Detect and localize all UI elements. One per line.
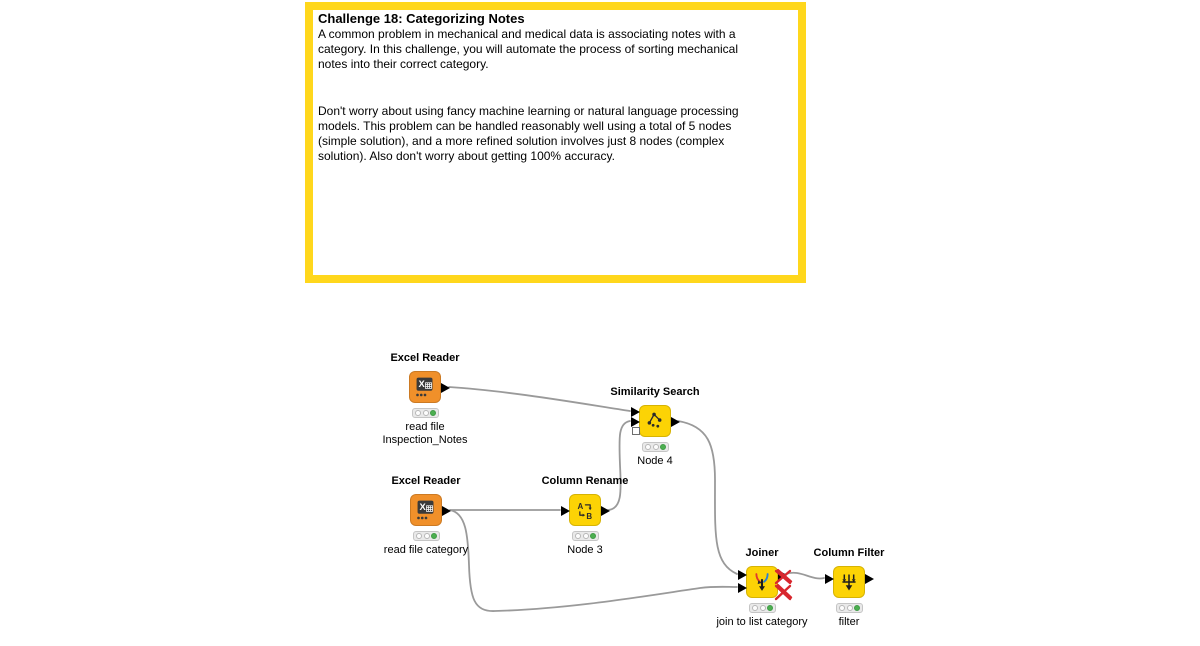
node-title: Joiner — [745, 547, 779, 559]
annotation-paragraph-1: A common problem in mechanical and medic… — [318, 27, 738, 72]
joiner-icon — [755, 573, 769, 591]
traffic-light-green — [767, 605, 773, 611]
traffic-light-green — [590, 533, 596, 539]
traffic-light-red — [645, 444, 651, 450]
node-title: Excel Reader — [390, 352, 460, 364]
node-title: Excel Reader — [391, 475, 461, 487]
node-excel-reader-1[interactable]: Excel Reader X read file Inspection_Note… — [355, 351, 495, 451]
annotation-paragraph-2: Don't worry about using fancy machine le… — [318, 103, 739, 164]
excel-reader-icon: X — [416, 377, 433, 397]
traffic-light-red — [575, 533, 581, 539]
node-sublabel: Node 4 — [637, 455, 673, 467]
connection-similarity-search-to-joiner[interactable] — [677, 420, 738, 575]
node-title: Similarity Search — [610, 386, 700, 398]
similarity-search-icon — [647, 412, 662, 428]
traffic-light-green — [660, 444, 666, 450]
node-column-rename[interactable]: Column Rename A B Node 3 — [515, 474, 655, 574]
traffic-light-yellow — [423, 533, 430, 539]
node-column-filter[interactable]: Column Filter filter — [779, 546, 919, 646]
node-sublabel: join to list category — [716, 616, 808, 628]
node-body[interactable] — [738, 566, 793, 601]
traffic-light-red — [415, 410, 421, 416]
input-port[interactable] — [561, 505, 570, 516]
node-body[interactable]: X — [409, 371, 450, 403]
node-title: Column Filter — [813, 547, 885, 559]
svg-text:B: B — [586, 512, 592, 521]
traffic-light-red — [752, 605, 758, 611]
node-sublabel: filter — [838, 616, 860, 628]
excel-reader-icon: X — [417, 500, 434, 520]
node-body[interactable]: X — [410, 494, 451, 526]
workflow-annotation[interactable]: Challenge 18: Categorizing Notes A commo… — [305, 2, 806, 283]
node-body[interactable]: A B — [561, 494, 610, 526]
traffic-light-yellow — [759, 605, 766, 611]
column-rename-icon: A B — [578, 502, 593, 521]
traffic-light-yellow — [582, 533, 589, 539]
connection-excel-reader-1-to-similarity-search[interactable] — [448, 386, 631, 412]
node-joiner[interactable]: Joiner join to list category — [692, 546, 832, 646]
node-sublabel: read file category — [383, 544, 469, 556]
svg-text:A: A — [578, 502, 584, 511]
traffic-light-green — [430, 410, 436, 416]
traffic-light-yellow — [846, 605, 853, 611]
traffic-light — [836, 603, 863, 613]
traffic-light — [413, 531, 440, 541]
connection-excel-reader-2-to-joiner[interactable] — [449, 509, 738, 612]
annotation-title: Challenge 18: Categorizing Notes — [318, 11, 525, 26]
node-body[interactable] — [825, 566, 874, 598]
connection-joiner-to-column-filter[interactable] — [785, 571, 825, 580]
traffic-light-yellow — [652, 444, 659, 450]
optional-input-port[interactable] — [632, 427, 640, 435]
traffic-light — [572, 531, 599, 541]
inactive-port-x-marks — [774, 569, 793, 601]
output-port[interactable] — [442, 505, 451, 516]
node-sublabel: Node 3 — [567, 544, 603, 556]
node-sublabel: read file Inspection_Notes — [382, 421, 468, 446]
svg-text:X: X — [418, 379, 425, 389]
traffic-light — [642, 442, 669, 452]
node-body[interactable] — [631, 405, 680, 437]
svg-text:X: X — [419, 502, 426, 512]
output-port[interactable] — [601, 505, 610, 516]
input-port-2[interactable] — [631, 417, 640, 427]
output-port[interactable] — [865, 573, 874, 584]
output-port[interactable] — [671, 417, 680, 427]
output-port[interactable] — [441, 382, 450, 393]
column-filter-icon — [842, 574, 856, 591]
input-port-1[interactable] — [631, 406, 640, 417]
traffic-light-yellow — [422, 410, 429, 416]
connections-layer — [448, 386, 825, 612]
traffic-light-red — [839, 605, 845, 611]
input-port-1[interactable] — [738, 569, 747, 580]
node-excel-reader-2[interactable]: Excel Reader X read file category — [356, 474, 496, 574]
connection-column-rename-to-similarity-search[interactable] — [607, 420, 631, 511]
traffic-light-green — [854, 605, 860, 611]
traffic-light — [412, 408, 439, 418]
traffic-light-red — [416, 533, 422, 539]
input-port-2[interactable] — [738, 582, 747, 593]
node-title: Column Rename — [541, 475, 629, 487]
traffic-light-green — [431, 533, 437, 539]
node-similarity-search[interactable]: Similarity Search Node 4 — [585, 385, 725, 485]
input-port[interactable] — [825, 573, 834, 584]
traffic-light — [749, 603, 776, 613]
